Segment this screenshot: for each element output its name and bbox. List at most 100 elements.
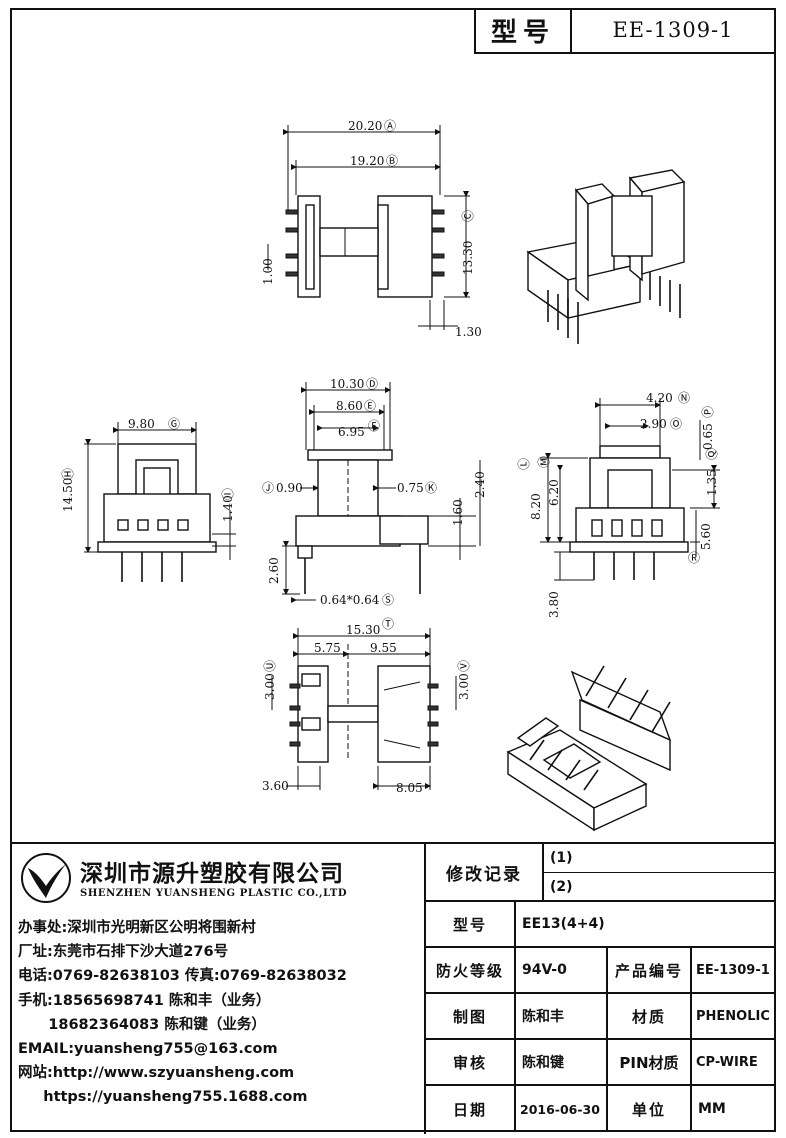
dim-left-base: 1.40 [221,495,235,522]
marker-u: Ⓤ [263,660,277,672]
marker-i: Ⓘ [221,488,235,500]
spec-check-value: 陈和键 [516,1040,608,1086]
spec-date-label: 日期 [426,1086,516,1132]
dim-left-height: 14.50 [61,478,75,512]
dim-front-width: 10.30 [330,377,364,391]
top-view: 20.20 Ⓐ 19.20 Ⓑ 13.30 Ⓒ [261,119,482,339]
drawing-sheet [10,8,776,1132]
spec-fire-value: 94V-0 [516,948,608,994]
factory-address: 厂址:东莞市石排下沙大道276号 [18,944,229,961]
spec-code-label: 产品编号 [608,948,692,994]
dim-bottom-right: 9.55 [370,641,397,655]
revision-2: (2) [544,873,776,902]
right-side-view: 4.20 Ⓝ 2.90 Ⓞ 0.65 Ⓟ 8.20 Ⓛ 6.20 Ⓜ [517,391,720,618]
marker-n: Ⓝ [678,391,690,405]
marker-h: Ⓗ [61,468,75,480]
dim-right-core: 6.20 [547,479,561,506]
bottom-view: 15.30 Ⓣ 5.75 9.55 3.00 Ⓤ 3.00 Ⓥ [262,617,471,795]
revision-1: (1) [544,844,776,873]
dim-bottom-left: 5.75 [314,641,341,655]
spec-draw-value: 陈和丰 [516,994,608,1040]
dim-top-inner: 19.20 [350,154,384,168]
model-label: 型号 [476,8,572,52]
mobile-2: 18682364083 陈和键（业务） [18,1016,266,1033]
marker-t: Ⓣ [382,617,394,631]
website-1: 网站:http://www.szyuansheng.com [18,1065,295,1082]
spec-fire-label: 防火等级 [426,948,516,994]
dim-front-step: 2.40 [473,471,487,498]
company-logo-icon [21,853,71,903]
model-number: EE-1309-1 [612,18,734,42]
dim-front-pin-section: 0.64*0.64 [320,593,380,607]
marker-e: Ⓔ [364,399,376,413]
marker-l: Ⓛ [517,458,531,470]
dim-left-width: 9.80 [128,417,155,431]
marker-p: Ⓟ [701,406,715,418]
spec-unit-value: MM [698,1101,726,1117]
marker-o: Ⓞ [670,417,682,431]
revision-label: 修改记录 [426,844,544,902]
marker-b: Ⓑ [386,154,398,168]
company-name-cn: 深圳市源升塑胶有限公司 [80,861,344,887]
dim-pin-offset: 1.30 [455,325,482,339]
spec-pin-label: PIN材质 [608,1040,692,1086]
dim-right-base: 5.60 [699,523,713,550]
marker-d: Ⓓ [366,377,378,391]
company-contact: 办事处:深圳市光明新区公明将围新村厂址:东莞市石排下沙大道276号电话:0769… [18,916,347,1110]
isometric-view-top [526,169,686,344]
dim-right-pin: 3.80 [547,591,561,618]
spec-material-value: PHENOLIC [692,994,776,1040]
marker-j: Ⓙ [262,481,274,495]
spec-draw-label: 制图 [426,994,516,1040]
marker-f: Ⓕ [368,419,380,433]
isometric-view-bottom [506,665,672,832]
dim-front-wall2: 0.75 [397,481,424,495]
marker-k: Ⓚ [425,481,437,495]
marker-a: Ⓐ [384,119,396,133]
front-view: 10.30 Ⓓ 8.60 Ⓔ 6.95 Ⓕ Ⓙ 0.90 0.75 Ⓚ 1.60… [262,377,487,607]
email: EMAIL:yuansheng755@163.com [18,1041,278,1058]
spec-model-label: 型号 [426,902,516,948]
spec-pin-value: CP-WIRE [692,1040,776,1086]
dim-front-pin: 2.60 [267,557,281,584]
marker-s: Ⓢ [382,593,394,607]
spec-model-value: EE13(4+4) [516,902,776,948]
technical-drawing: 20.20 Ⓐ 19.20 Ⓑ 13.30 Ⓒ [61,119,720,832]
dim-bottom-right-flange: 8.05 [396,781,423,795]
footer: 深圳市源升塑胶有限公司 SHENZHEN YUANSHENG PLASTIC C… [10,842,776,1134]
marker-q: Ⓠ [705,448,719,460]
title-block: 型号 EE-1309-1 [474,8,776,54]
left-side-view: 9.80 Ⓖ 14.50 Ⓗ 1.40 Ⓘ [61,417,236,582]
dim-front-inner: 8.60 [336,399,363,413]
spec-table: 修改记录 (1) (2) 型号 EE13(4+4) 防火等级 94V-0 产品编… [426,844,776,1134]
marker-g: Ⓖ [168,417,180,431]
dim-bottom-flange: 3.60 [262,779,289,793]
spec-check-label: 审核 [426,1040,516,1086]
mobile-1: 手机:18565698741 陈和丰（业务） [18,992,271,1009]
dim-right-width: 4.20 [646,391,673,405]
spec-material-label: 材质 [608,994,692,1040]
dim-bottom-pitch-left: 3.00 [263,673,277,700]
website-2: https://yuansheng755.1688.com [18,1089,308,1106]
marker-m: Ⓜ [537,456,551,468]
dim-right-top: 0.65 [701,423,715,450]
marker-c: Ⓒ [461,210,475,222]
dim-right-step: 1.35 [705,469,719,496]
dim-bottom-width: 15.30 [346,623,380,637]
dim-top-width: 20.20 [348,119,382,133]
company-block: 深圳市源升塑胶有限公司 SHENZHEN YUANSHENG PLASTIC C… [10,844,426,1134]
dim-front-wall: 0.90 [276,481,303,495]
office-address: 办事处:深圳市光明新区公明将围新村 [18,920,256,936]
dim-right-inner: 2.90 [640,417,667,431]
phone-fax: 电话:0769-82638103 传真:0769-82638032 [18,968,347,985]
dim-top-height: 13.30 [461,241,475,275]
dim-front-base: 1.60 [451,499,465,526]
marker-v: Ⓥ [457,660,471,672]
dim-pin-pitch: 1.00 [261,258,275,285]
dim-right-height: 8.20 [529,493,543,520]
dim-bottom-pitch-right: 3.00 [457,673,471,700]
spec-unit-label: 单位 [608,1086,692,1132]
company-name-en: SHENZHEN YUANSHENG PLASTIC CO.,LTD [80,888,348,899]
spec-code-value: EE-1309-1 [692,948,776,994]
dim-front-core: 6.95 [338,425,365,439]
